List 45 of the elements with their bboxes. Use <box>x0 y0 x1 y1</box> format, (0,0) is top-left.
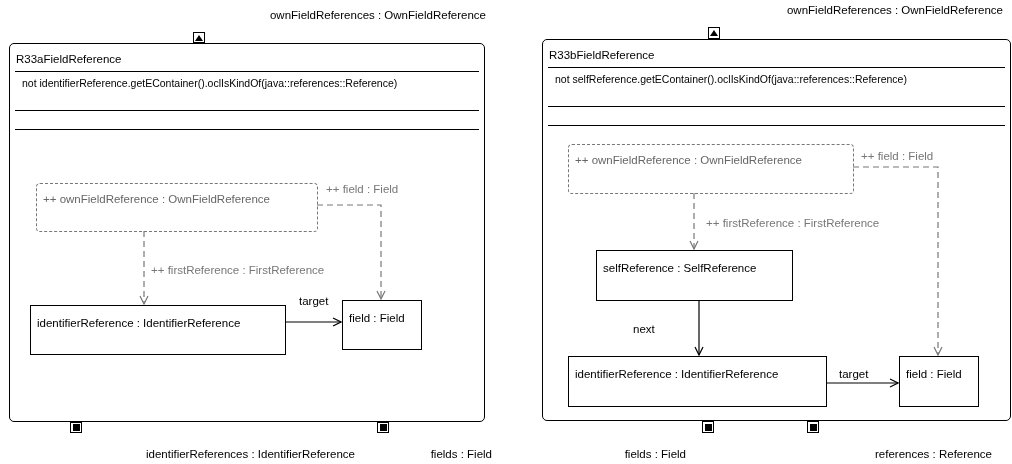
rule-title: R33aFieldReference <box>16 52 122 66</box>
object-box <box>342 300 422 350</box>
arrow <box>825 378 899 388</box>
arrow <box>284 317 342 327</box>
arrow <box>852 166 943 356</box>
edge-label: target <box>838 367 870 381</box>
object-label: identifierReference : IdentifierReference <box>575 367 780 381</box>
arrow <box>139 230 149 305</box>
edge-label: ++ firstReference : FirstReference <box>150 263 326 277</box>
object-box <box>30 305 286 355</box>
object-label: field : Field <box>349 311 406 325</box>
port-label: identifierReferences : IdentifierReference <box>144 447 355 461</box>
created-object-box <box>568 144 854 194</box>
object-label: identifierReference : IdentifierReference <box>37 316 242 330</box>
constraint-text: not selfReference.getEContainer().oclIsKindOf(java::references::Reference) <box>555 73 907 86</box>
object-label: field : Field <box>906 367 963 381</box>
created-object-box <box>36 183 318 232</box>
object-label: ++ ownFieldReference : OwnFieldReference <box>575 153 803 167</box>
arrow <box>316 204 386 300</box>
arrow <box>694 299 704 356</box>
port-label: ownFieldReferences : OwnFieldReference <box>268 8 486 22</box>
edge-label: ++ field : Field <box>860 149 935 163</box>
port-box <box>70 422 82 433</box>
edge-label: ++ field : Field <box>325 182 400 196</box>
port-box <box>807 421 819 433</box>
edge-label: target <box>298 294 330 308</box>
rule-title: R33bFieldReference <box>549 48 655 62</box>
object-label: ++ ownFieldReference : OwnFieldReference <box>43 192 271 206</box>
port-box <box>377 422 389 433</box>
object-label: selfReference : SelfReference <box>603 261 758 275</box>
port-label: fields : Field <box>623 447 686 461</box>
constraint-text: not identifierReference.getEContainer().oclIsKindOf(java::references::Reference) <box>22 77 398 90</box>
port-box <box>193 32 205 43</box>
port-label: fields : Field <box>429 447 492 461</box>
port-label: ownFieldReferences : OwnFieldReference <box>785 3 1003 17</box>
rule-frame <box>542 39 1011 421</box>
port-box <box>708 27 720 39</box>
object-box <box>568 356 827 407</box>
object-box <box>596 250 793 301</box>
port-box <box>702 421 714 433</box>
edge-label: ++ firstReference : FirstReference <box>705 216 881 230</box>
edge-label: next <box>632 322 656 336</box>
port-label: references : Reference <box>874 447 992 461</box>
arrow <box>689 192 699 250</box>
object-box <box>899 356 979 407</box>
